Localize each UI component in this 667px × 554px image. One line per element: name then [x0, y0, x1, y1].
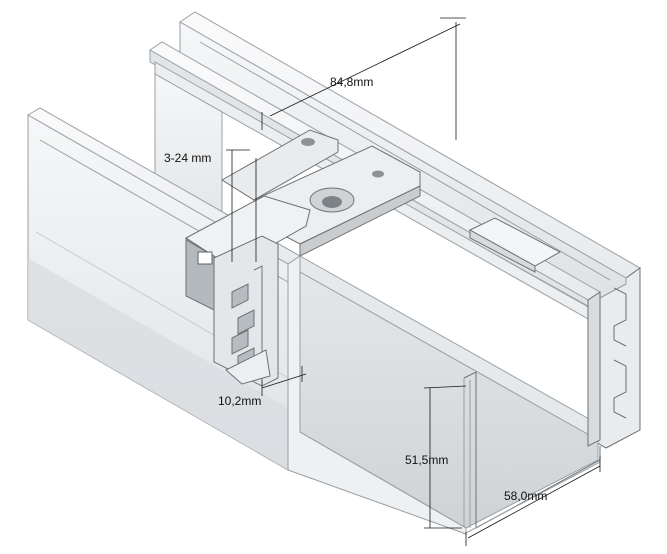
dimension-width-top: 84,8mm [330, 75, 373, 89]
dimension-rail-width: 58,0mm [504, 489, 547, 503]
countersunk-hole-icon [322, 196, 342, 208]
bolt-hole-icon [372, 170, 384, 178]
clamp [185, 195, 311, 387]
dimension-clamp-thickness: 10,2mm [218, 394, 261, 408]
dimension-rail-height: 51,5mm [405, 453, 448, 467]
dimension-clamp-range: 3-24 mm [164, 151, 211, 165]
dimensions: 84,8mm 3-24 mm 10,2mm 51,5mm 58,0mm [164, 17, 601, 546]
bolt-hole-icon [301, 138, 315, 146]
clamp-window-icon [197, 251, 213, 265]
